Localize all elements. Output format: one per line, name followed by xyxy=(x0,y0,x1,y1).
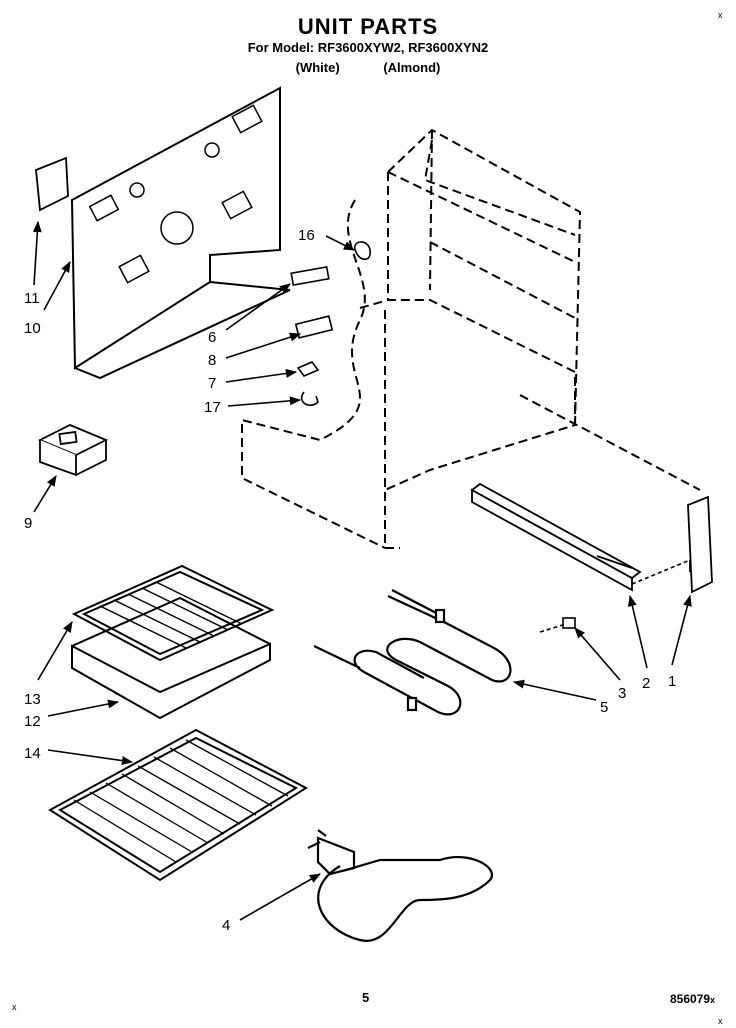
callout-17: 17 xyxy=(204,399,221,416)
callout-4: 4 xyxy=(222,917,230,934)
callout-3: 3 xyxy=(618,685,626,702)
model-numbers: For Model: RF3600XYW2, RF3600XYN2 xyxy=(247,40,489,55)
callout-7: 7 xyxy=(208,375,216,392)
corner-mark-bottom-right: x xyxy=(718,1016,723,1026)
bake-element xyxy=(307,829,493,942)
color-white-label: (White) xyxy=(295,60,340,75)
oven-cavity-outline xyxy=(241,128,701,549)
callout-9: 9 xyxy=(24,515,32,532)
rear-panel xyxy=(70,86,291,380)
callout-11: 11 xyxy=(24,290,40,307)
callout-16: 16 xyxy=(298,227,315,244)
leader-16 xyxy=(325,235,356,251)
color-almond-label: (Almond) xyxy=(383,60,441,75)
bracket-parts xyxy=(290,241,371,407)
leader-10 xyxy=(43,261,71,311)
corner-mark-bottom-left: x xyxy=(12,1002,17,1012)
broil-element xyxy=(313,589,512,716)
leader-1 xyxy=(671,594,692,666)
leader-8 xyxy=(225,332,302,359)
color-variants: (White) (Almond) xyxy=(0,60,736,75)
terminal-block-6 xyxy=(290,266,330,286)
callout-8: 8 xyxy=(208,352,216,369)
callout-10: 10 xyxy=(24,320,41,337)
bottom-trim-rail xyxy=(470,482,642,592)
grommet-16 xyxy=(354,241,371,261)
leader-6 xyxy=(225,283,291,331)
clip-3 xyxy=(562,617,576,629)
bracket-8 xyxy=(294,315,334,339)
callout-6: 6 xyxy=(208,329,216,346)
leader-2 xyxy=(627,594,648,669)
broiler-pan xyxy=(71,596,271,720)
leader-4 xyxy=(239,873,321,921)
oven-rack xyxy=(48,728,308,882)
document-code-number: 856079 xyxy=(670,992,711,1006)
leader-11 xyxy=(32,220,42,286)
callout-14: 14 xyxy=(24,745,41,762)
diagram-title: UNIT PARTS xyxy=(297,14,439,39)
callout-13: 13 xyxy=(24,691,41,708)
callout-12: 12 xyxy=(24,713,41,730)
leader-17 xyxy=(227,396,302,407)
leader-14 xyxy=(47,749,134,766)
callout-5: 5 xyxy=(600,699,608,716)
leader-5 xyxy=(512,679,597,701)
broiler-pan-insert xyxy=(71,564,275,662)
leader-12 xyxy=(47,699,120,717)
corner-mark-top-right: x xyxy=(718,10,723,20)
control-box xyxy=(37,424,109,477)
trim-endcap xyxy=(687,495,713,594)
rear-insulation xyxy=(35,156,69,212)
callout-numbers: 1 2 3 4 5 6 7 8 9 10 11 12 13 14 16 17 xyxy=(24,227,676,934)
clip-7 xyxy=(296,361,320,377)
leader-9 xyxy=(33,475,57,513)
callout-2: 2 xyxy=(642,675,650,692)
callout-leaders xyxy=(32,220,692,921)
document-code-suffix: x xyxy=(710,995,716,1005)
dash-2 xyxy=(631,559,691,585)
leader-13 xyxy=(37,621,73,681)
dash-3 xyxy=(539,623,567,633)
wire-17 xyxy=(300,391,319,407)
page-number: 5 xyxy=(362,990,370,1005)
callout-1: 1 xyxy=(668,673,676,690)
leader-3 xyxy=(574,627,621,681)
document-code: 856079x xyxy=(670,992,715,1006)
leader-7 xyxy=(225,368,298,383)
